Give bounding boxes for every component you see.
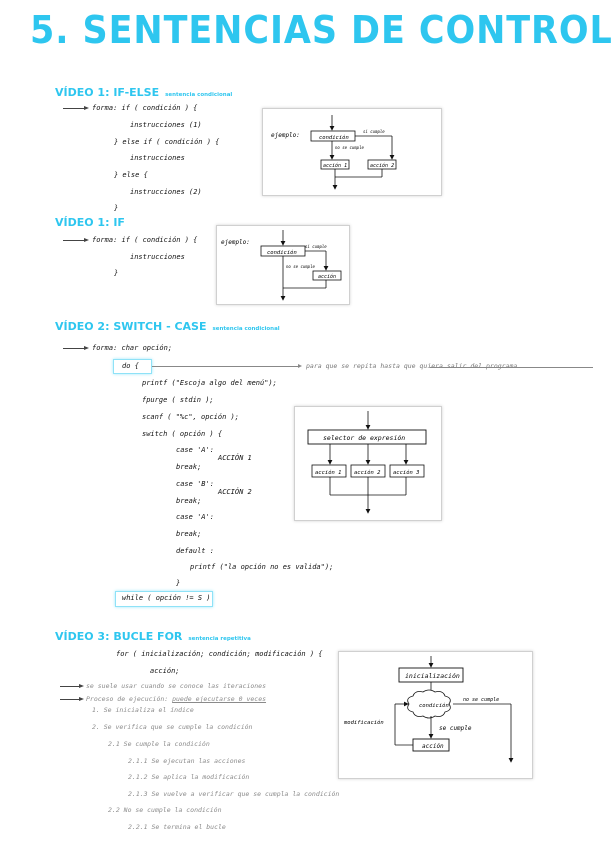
bullet-arrow (63, 348, 85, 349)
code-line: fpurge ( stdin ); (142, 396, 214, 404)
code-line: acción; (150, 667, 180, 675)
code-line: switch ( opción ) { (142, 430, 223, 438)
heading-text: VÍDEO 1: IF-ELSE (55, 86, 160, 99)
bullet-arrow (63, 108, 85, 109)
flowchart-for-svg: inicialización condición no se cumple se… (343, 656, 514, 763)
diagram-label: ejemplo: (221, 239, 250, 246)
code-line: break; (176, 463, 202, 471)
step-line: 1. Se inicializa el índice (92, 706, 194, 714)
process-label: Proceso de ejecución: (86, 695, 169, 703)
code-line: forma: if ( condición ) { (92, 236, 198, 244)
highlight-while (115, 591, 213, 607)
flowchart-switch-svg: selector de expresión acción 1 acción 2 … (307, 411, 427, 514)
code-line: break; (176, 497, 202, 505)
code-line: instrucciones (130, 253, 185, 261)
arrow-head (84, 238, 89, 242)
code-line: } (114, 269, 119, 277)
diagram-yes-label: si cumple (363, 129, 385, 134)
code-line: do { (122, 362, 139, 370)
code-line: scanf ( "%c", opción ); (142, 413, 239, 421)
note-text: para que se repita hasta que quiera sali… (306, 362, 518, 370)
diagram-no-label: no se cumple (335, 145, 364, 150)
diagram-condition: condición (267, 249, 297, 256)
code-line: while ( opción != S ) (122, 594, 211, 602)
diagram-action: acción (422, 743, 444, 750)
diagram-condition: condición (319, 134, 349, 141)
step-line: 2.1.1 Se ejecutan las acciones (128, 757, 246, 765)
code-line: instrucciones (2) (130, 188, 202, 196)
arrow-head (84, 346, 89, 350)
case-action-label: ACCIÓN 2 (218, 488, 252, 496)
section-heading-if-else: VÍDEO 1: IF-ELSE sentencia condicional (55, 86, 232, 99)
flowchart-if-else: ejemplo: condición si cumple no se cumpl… (262, 108, 442, 196)
code-line: instrucciones (130, 154, 185, 162)
heading-subtitle: sentencia repetitiva (188, 636, 251, 642)
code-line: case 'A': (176, 446, 214, 454)
code-line: printf ("Escoja algo del menú"); (142, 379, 277, 387)
diagram-no-label: no se cumple (463, 697, 499, 703)
step-line: 2.2.1 Se termina el bucle (128, 823, 226, 831)
diagram-action-2: acción 2 (370, 162, 394, 169)
step-line: 2. Se verifica que se cumple la condició… (92, 723, 253, 731)
code-line: forma: if ( condición ) { (92, 104, 198, 112)
code-line: } else { (114, 171, 148, 179)
code-line: } (176, 579, 181, 587)
diagram-action-3: acción 3 (393, 469, 420, 476)
arrow-head (79, 684, 84, 688)
step-line: 2.2 No se cumple la condición (108, 806, 222, 814)
code-line: for ( inicialización; condición; modific… (116, 650, 323, 658)
code-line: break; (176, 530, 202, 538)
bullet-arrow (60, 699, 80, 700)
arrow-head (79, 697, 84, 701)
diagram-selector: selector de expresión (323, 434, 405, 442)
code-line: forma: char opción; (92, 344, 173, 352)
flowchart-switch: selector de expresión acción 1 acción 2 … (294, 406, 442, 521)
diagram-action-1: acción 1 (323, 162, 347, 169)
code-line: default : (176, 547, 214, 555)
diagram-yes-label: si cumple (305, 244, 327, 249)
diagram-yes-label: se cumple (439, 725, 472, 732)
step-line: 2.1.3 Se vuelve a verificar que se cumpl… (128, 790, 340, 798)
heading-text: VÍDEO 1: IF (55, 216, 125, 229)
code-line: printf ("la opción no es valida"); (190, 563, 334, 571)
diagram-no-label: no se cumple (286, 264, 315, 269)
page-title: 5. SENTENCIAS DE CONTROL (30, 8, 613, 52)
section-heading-switch-case: VÍDEO 2: SWITCH - CASE sentencia condicio… (55, 320, 280, 333)
process-note: puede ejecutarse 0 veces (172, 695, 267, 703)
note-underline (430, 367, 593, 368)
arrow-head (84, 106, 89, 110)
step-line: 2.1.2 Se aplica la modificación (128, 773, 250, 781)
flowchart-for: inicialización condición no se cumple se… (338, 651, 533, 779)
section-heading-for: VÍDEO 3: BUCLE FOR sentencia repetitiva (55, 630, 251, 643)
flowchart-if: ejemplo: condición si cumple no se cumpl… (216, 225, 350, 305)
diagram-action: acción (318, 273, 336, 280)
bullet-arrow (63, 240, 85, 241)
diagram-action-2: acción 2 (354, 469, 381, 476)
heading-subtitle: sentencia condicional (165, 92, 233, 98)
section-heading-if: VÍDEO 1: IF (55, 216, 125, 229)
bullet-arrow (60, 686, 80, 687)
diagram-condition: condición (419, 702, 449, 709)
heading-subtitle: sentencia condicional (212, 326, 280, 332)
bullet-text: Proceso de ejecución: puede ejecutarse 0… (86, 695, 266, 703)
flowchart-if-svg: ejemplo: condición si cumple no se cumpl… (221, 230, 342, 301)
code-line: instrucciones (1) (130, 121, 202, 129)
step-line: 2.1 Se cumple la condición (108, 740, 210, 748)
highlight-do (113, 359, 152, 374)
code-line: } (114, 204, 119, 212)
diagram-label: ejemplo: (271, 132, 300, 139)
note-connector (152, 366, 300, 367)
code-line: } else if ( condición ) { (114, 138, 220, 146)
flowchart-if-else-svg: ejemplo: condición si cumple no se cumpl… (271, 115, 397, 190)
note-arrow-head (298, 364, 302, 368)
diagram-action-1: acción 1 (315, 469, 342, 476)
code-line: case 'A': (176, 513, 214, 521)
code-line: case 'B': (176, 480, 214, 488)
bullet-text: se suele usar cuando se conoce las itera… (86, 682, 267, 690)
diagram-init: inicialización (405, 672, 460, 680)
heading-text: VÍDEO 3: BUCLE FOR (55, 630, 183, 643)
heading-text: VÍDEO 2: SWITCH - CASE (55, 320, 207, 333)
case-action-label: ACCIÓN 1 (218, 454, 252, 462)
diagram-modification: modificación (343, 719, 384, 726)
